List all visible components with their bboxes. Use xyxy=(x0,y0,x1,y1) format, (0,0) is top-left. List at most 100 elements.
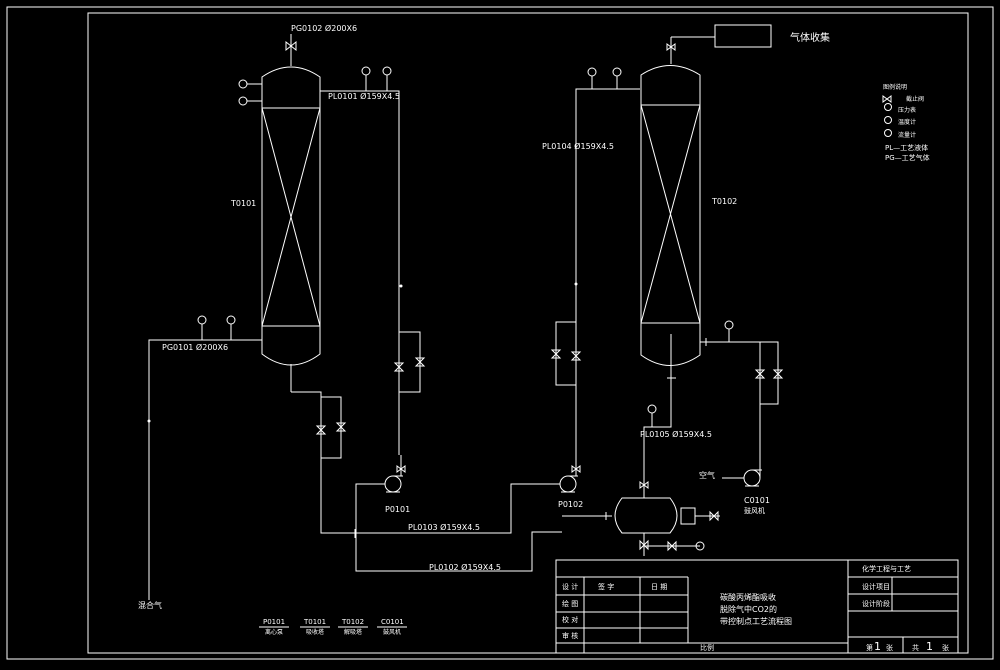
label-p0102: P0102 xyxy=(558,500,583,509)
scale-label: 比例 xyxy=(700,643,714,652)
pipe-label-pl0102: PL0102 Ø159X4.5 xyxy=(429,562,501,572)
pipe-label-pl0103: PL0103 Ø159X4.5 xyxy=(408,522,480,532)
legend-temperature: 温度计 xyxy=(898,118,916,126)
equip-list-code: C0101 xyxy=(381,618,404,626)
title-col-name: 签 字 xyxy=(598,582,614,591)
valve-icon xyxy=(639,539,649,551)
pipe-label-pl0101: PL0101 Ø159X4.5 xyxy=(328,91,400,101)
drawing-title-line1: 碳酸丙烯酯吸收 xyxy=(720,592,776,602)
pressure-gauge-icon xyxy=(238,96,262,106)
pipe-air xyxy=(700,341,779,405)
pressure-gauge-icon xyxy=(587,67,597,89)
label-t0102: T0102 xyxy=(711,197,737,206)
pressure-gauge-icon xyxy=(647,404,657,427)
drawing-title-line2: 脱除气中CO2的 xyxy=(720,604,777,614)
junction-dot xyxy=(147,419,151,423)
stream-mixed-gas: 混合气 xyxy=(138,600,162,610)
drawing-title-line3: 带控制点工艺流程图 xyxy=(720,616,792,626)
title-stage: 设计阶段 xyxy=(862,599,890,608)
title-block xyxy=(555,559,959,654)
pipe-pl0102 xyxy=(355,483,562,572)
title-row-label: 审 核 xyxy=(562,631,578,640)
pipe-label-pl0104: PL0104 Ø159X4.5 xyxy=(542,141,614,151)
legend-title: 图例说明 xyxy=(883,83,907,91)
pipe-label-pg0101: PG0101 Ø200X6 xyxy=(162,342,228,352)
valve-icon xyxy=(315,425,327,435)
legend-pg: PG—工艺气体 xyxy=(885,153,930,162)
pipe-label-pg0102: PG0102 Ø200X6 xyxy=(291,23,357,33)
total-no: 1 xyxy=(926,640,933,653)
equipment-list: P0101 离心泵 T0101 吸收塔 T0102 解吸塔 C0101 鼓风机 xyxy=(259,618,407,636)
temperature-gauge-icon xyxy=(238,79,262,89)
pump-p0101 xyxy=(384,475,403,493)
outer-frame xyxy=(6,6,994,660)
pipe-pg0101 xyxy=(148,339,262,600)
label-c0101: C0101 xyxy=(744,496,770,505)
temperature-gauge-icon xyxy=(612,67,622,89)
legend-valve: 截止阀 xyxy=(906,95,924,103)
legend: 图例说明 截止阀 压力表 温度计 流量计 PL—工艺液体 PG—工艺气体 xyxy=(882,83,930,162)
equip-list-name: 吸收塔 xyxy=(306,628,324,636)
temperature-gauge-icon xyxy=(382,66,392,91)
temperature-gauge-icon xyxy=(884,116,892,124)
label-c0101-name: 鼓风机 xyxy=(744,506,765,515)
sheet-mid: 张 xyxy=(886,643,893,652)
title-row-label: 设 计 xyxy=(562,582,578,591)
pipe-pl0105 xyxy=(643,334,672,498)
stream-gas-collection: 气体收集 xyxy=(790,31,830,44)
valve-icon xyxy=(639,481,649,489)
valve-icon xyxy=(335,422,347,432)
junction-dot xyxy=(574,282,578,286)
title-project: 设计项目 xyxy=(862,582,890,591)
equip-list-name: 鼓风机 xyxy=(383,628,401,636)
sheet-no: 1 xyxy=(874,640,881,653)
inner-frame xyxy=(87,12,969,654)
valve-icon xyxy=(754,369,766,379)
valve-icon xyxy=(285,40,297,52)
equip-list-name: 解吸塔 xyxy=(344,628,362,636)
temperature-gauge-icon xyxy=(226,315,236,340)
pressure-gauge-icon xyxy=(884,103,892,111)
legend-pressure: 压力表 xyxy=(898,106,916,114)
valve-icon xyxy=(666,43,676,51)
valve-icon xyxy=(882,95,892,103)
pipe-pl0103 xyxy=(354,483,560,534)
temperature-gauge-icon xyxy=(695,541,705,551)
pressure-gauge-icon xyxy=(361,66,371,91)
pipe-pl0104 xyxy=(575,88,640,476)
valve-icon xyxy=(550,349,562,359)
pipe-t0101-bottom xyxy=(291,391,354,534)
total-prefix: 共 xyxy=(912,643,919,652)
legend-pl: PL—工艺液体 xyxy=(885,143,928,152)
column-t0102 xyxy=(640,36,715,366)
valve-icon xyxy=(667,540,677,552)
equip-list-name: 离心泵 xyxy=(265,628,283,636)
label-t0101: T0101 xyxy=(230,199,256,208)
column-t0101 xyxy=(261,34,321,392)
bypass-loop xyxy=(399,331,421,393)
sheet-prefix: 第 xyxy=(866,643,873,652)
pipe-label-pl0105: PL0105 Ø159X4.5 xyxy=(640,429,712,439)
valve-icon xyxy=(414,357,426,367)
title-row-label: 绘 图 xyxy=(562,599,578,608)
equip-list-code: P0101 xyxy=(263,618,285,626)
stream-air: 空气 xyxy=(699,470,715,480)
pipe-pl0101 xyxy=(320,90,400,455)
gas-collection-box xyxy=(714,24,772,48)
valve-icon xyxy=(393,362,405,372)
title-col-date: 日 期 xyxy=(651,583,667,591)
pump-p0102 xyxy=(559,475,578,493)
junction-dot xyxy=(399,284,403,288)
valve-icon xyxy=(571,465,581,473)
flow-meter-icon xyxy=(884,129,892,137)
valve-icon xyxy=(396,465,406,473)
blower-c0101 xyxy=(722,469,762,487)
total-suffix: 张 xyxy=(942,643,949,652)
pressure-gauge-icon xyxy=(197,315,207,340)
equip-list-code: T0101 xyxy=(303,618,326,626)
legend-flow: 流量计 xyxy=(898,131,916,139)
valve-icon xyxy=(570,351,582,361)
title-row-label: 校 对 xyxy=(562,615,578,624)
